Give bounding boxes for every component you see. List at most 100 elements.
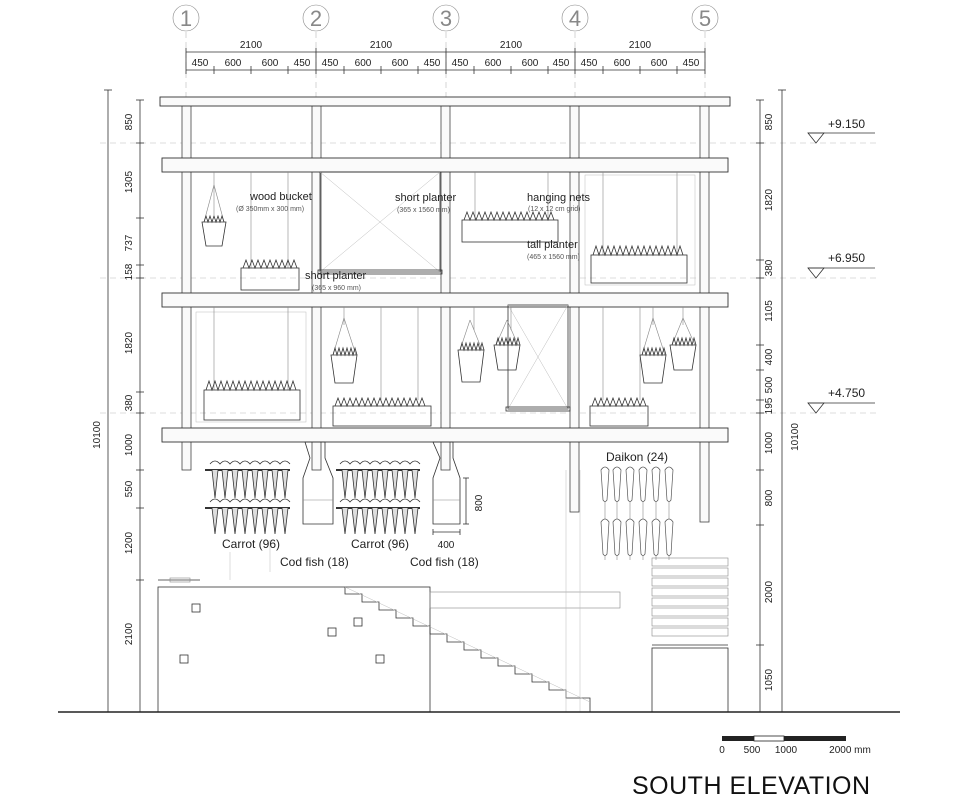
level-label: +4.750	[828, 386, 865, 400]
sub-dimension: 600	[485, 58, 502, 69]
carrot-label: Carrot (96)	[222, 537, 280, 551]
annotations: wood bucket (Ø 350mm x 300 mm) short pla…	[222, 191, 668, 569]
level-label: +6.950	[828, 251, 865, 265]
bay-dimension: 2100	[240, 40, 263, 51]
height-dimension: 1200	[124, 531, 135, 554]
grid-axis-4: 4	[561, 4, 589, 32]
tall-planter-note: (465 x 1560 mm)	[527, 254, 580, 261]
carrot-label: Carrot (96)	[351, 537, 409, 551]
sub-dimension: 450	[322, 58, 339, 69]
grid-axis-label: 4	[569, 6, 581, 31]
wood-buckets	[201, 184, 697, 384]
height-dimension: 1820	[764, 188, 775, 211]
height-dimension: 1000	[124, 433, 135, 456]
level-markers: +9.150 +6.950 +4.750	[807, 117, 875, 414]
wood-bucket-note: (Ø 350mm x 300 mm)	[236, 206, 304, 213]
codfish-label: Cod fish (18)	[410, 555, 479, 569]
sub-dimension: 450	[581, 58, 598, 69]
bay-dimension: 2100	[500, 40, 523, 51]
drawing-title: SOUTH ELEVATION	[632, 772, 871, 800]
tall-planter-label: tall planter	[527, 239, 578, 251]
sub-dimension: 450	[424, 58, 441, 69]
height-dimension: 2000	[764, 580, 775, 603]
frame-beams	[159, 96, 731, 443]
hanging-wires	[213, 172, 684, 400]
height-dimension: 2100	[124, 622, 135, 645]
bay-dimension: 2100	[370, 40, 393, 51]
height-dimension: 850	[124, 113, 135, 130]
scale-label: 500	[744, 745, 761, 756]
height-dimension: 1000	[764, 431, 775, 454]
bay-dimension: 2100	[629, 40, 652, 51]
sub-dimension: 450	[294, 58, 311, 69]
sub-dimension: 600	[614, 58, 631, 69]
height-dimension: 1050	[764, 668, 775, 691]
short-planter-note: (365 x 960 mm)	[312, 285, 361, 292]
cod-fish: 800 400	[302, 441, 485, 551]
height-dimension: 737	[124, 234, 135, 251]
grid-axis-1: 1	[172, 4, 200, 32]
level-marker: +4.750	[807, 386, 875, 414]
door-frames	[317, 171, 571, 412]
height-dimension: 850	[764, 113, 775, 130]
codfish-label: Cod fish (18)	[280, 555, 349, 569]
hanging-nets-label: hanging nets	[527, 192, 590, 204]
sub-dimension: 450	[452, 58, 469, 69]
ground-structure	[157, 470, 729, 713]
grid-axis-2: 2	[302, 4, 330, 32]
wood-bucket-label: wood bucket	[249, 191, 312, 203]
top-dimensions: 2100 2100 2100 2100 450 600 600 450 450 …	[185, 40, 706, 74]
daikon-label: Daikon (24)	[606, 450, 668, 464]
sub-dimension: 600	[392, 58, 409, 69]
hanging-nets-note: (12 x 12 cm grid)	[528, 206, 581, 213]
carrot-racks	[205, 460, 421, 535]
sub-dimension: 450	[553, 58, 570, 69]
level-lines	[100, 142, 880, 414]
short-planter-label: short planter	[395, 192, 456, 204]
fish-height-dimension: 800	[474, 494, 485, 511]
louvers	[651, 557, 729, 637]
level-marker: +6.950	[807, 251, 875, 279]
short-planter-note: (365 x 1560 mm)	[397, 207, 450, 214]
planters	[203, 210, 688, 427]
scale-label: 0	[719, 745, 725, 756]
height-dimension: 500	[764, 376, 775, 393]
grid-axis-label: 2	[310, 6, 322, 31]
height-dimension: 800	[764, 489, 775, 506]
height-dimension: 380	[764, 259, 775, 276]
sub-dimension: 600	[522, 58, 539, 69]
level-label: +9.150	[828, 117, 865, 131]
height-dimension: 380	[124, 394, 135, 411]
height-dimension: 158	[124, 263, 135, 280]
sub-dimension: 600	[262, 58, 279, 69]
scale-bar: 0 500 1000 2000 mm	[719, 735, 871, 756]
grid-axes: 1 2 3 4 5	[172, 4, 719, 100]
level-marker: +9.150	[807, 117, 875, 144]
fish-width-dimension: 400	[438, 540, 455, 551]
total-height-dimension: 10100	[92, 421, 103, 449]
carrot-rack-left	[205, 460, 291, 535]
height-dimension: 550	[124, 480, 135, 497]
hanging-nets	[195, 174, 696, 423]
short-planter-label: short planter	[305, 270, 366, 282]
scale-label: 1000	[775, 745, 798, 756]
carrot-rack-right	[336, 460, 421, 535]
right-dimensions: 850 1820 380 1105 400 500 195 1000 800 2…	[756, 89, 801, 713]
scale-label: 2000 mm	[829, 745, 871, 756]
height-dimension: 400	[764, 348, 775, 365]
total-height-dimension: 10100	[790, 423, 801, 451]
height-dimension: 1305	[124, 170, 135, 193]
height-dimension: 1820	[124, 331, 135, 354]
sub-dimension: 450	[192, 58, 209, 69]
grid-axis-5: 5	[691, 4, 719, 32]
grid-axis-label: 1	[180, 6, 192, 31]
left-dimensions: 850 1305 737 158 1820 380 1000 550 1200 …	[92, 89, 144, 713]
grid-axis-label: 5	[699, 6, 711, 31]
sub-dimension: 450	[683, 58, 700, 69]
sub-dimension: 600	[355, 58, 372, 69]
grid-axis-label: 3	[440, 6, 452, 31]
daikon-rack	[600, 466, 674, 560]
height-dimension: 195	[764, 397, 775, 414]
height-dimension: 1105	[764, 300, 775, 322]
